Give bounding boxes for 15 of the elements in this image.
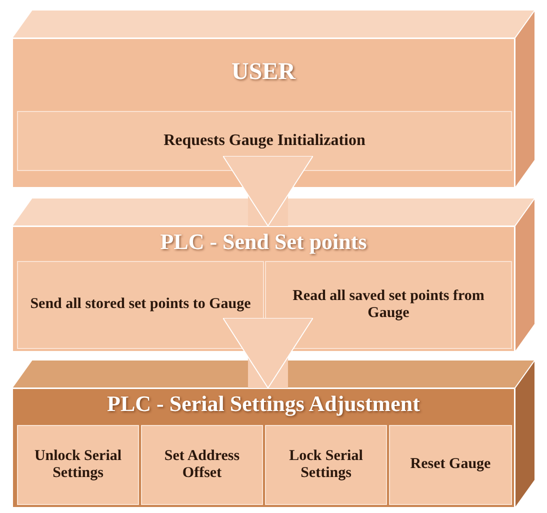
layer-heading: PLC - Send Set points [159,229,368,255]
step-box: Lock Serial Settings [265,425,387,505]
step-box: Unlock Serial Settings [17,425,139,505]
layer-slab [12,38,515,188]
block-arrow [222,156,314,226]
step-box: Set Address Offset [141,425,263,505]
layer-slab [12,226,515,352]
block-arrow [222,318,314,388]
layer-slab [12,388,515,508]
layer-heading: PLC - Serial Settings Adjustment [106,391,421,417]
layer-heading: USER [230,59,297,86]
step-box: Read all saved set points from Gauge [265,261,512,349]
step-box: Requests Gauge Initialization [17,111,512,171]
step-box: Send all stored set points to Gauge [17,261,264,349]
step-box: Reset Gauge [389,425,512,505]
